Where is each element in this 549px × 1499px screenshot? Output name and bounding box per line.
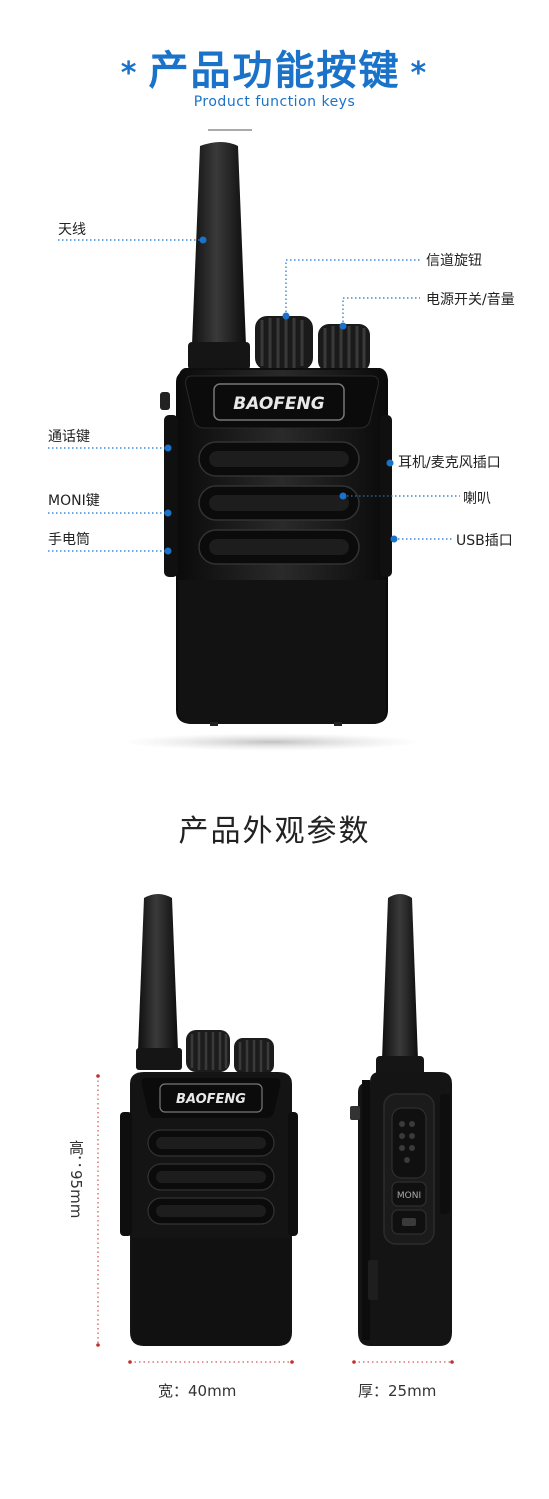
antenna-base xyxy=(188,342,250,370)
callout-moni-key: MONI键 xyxy=(48,493,100,509)
volume-knob-ridges xyxy=(323,326,366,370)
right-side-rail xyxy=(380,415,392,577)
left-side-rail xyxy=(164,415,178,577)
page-subtitle: Product function keys xyxy=(193,94,356,110)
section-title-dimensions: 产品外观参数 xyxy=(178,814,371,849)
page-title: *产品功能按键* xyxy=(0,38,549,96)
page-title-text: 产品功能按键 xyxy=(148,48,401,94)
callout-flashlight: 手电筒 xyxy=(48,532,90,548)
logo-frame xyxy=(213,383,345,421)
speaker-grille xyxy=(198,441,360,565)
radio-front-illustration: BAOFENG xyxy=(48,129,460,751)
thickness-label: 厚：25mm xyxy=(358,1382,437,1400)
callout-power-volume: 电源开关/音量 xyxy=(426,292,515,308)
side-clip xyxy=(350,1106,360,1120)
side-ptt-button xyxy=(391,1107,427,1179)
side-moni-button xyxy=(391,1181,427,1207)
star-right-icon: * xyxy=(410,55,429,91)
callout-earphone-port: 耳机/麦克风插口 xyxy=(398,455,501,471)
floor-shadow xyxy=(122,733,422,751)
channel-knob-ridges xyxy=(260,318,304,368)
callout-speaker: 喇叭 xyxy=(463,491,491,507)
callout-lines xyxy=(48,239,460,552)
width-label: 宽：40mm xyxy=(158,1382,237,1400)
logo-panel xyxy=(185,375,379,429)
radio-front-view: BAOFENG xyxy=(96,894,298,1364)
callout-ptt-key: 通话键 xyxy=(48,429,90,445)
battery-section xyxy=(178,580,386,724)
brand-logo: BAOFENG xyxy=(233,394,324,414)
lanyard-hook xyxy=(160,392,170,410)
brand-logo-front: BAOFENG xyxy=(176,1092,246,1107)
side-moni-label: MONI xyxy=(397,1191,421,1201)
callout-dots xyxy=(164,236,398,555)
star-left-icon: * xyxy=(120,55,139,91)
radio-side-view: MONI xyxy=(350,894,454,1364)
callout-channel-knob: 信道旋钮 xyxy=(426,253,482,269)
antenna-shape xyxy=(192,142,246,345)
callout-antenna: 天线 xyxy=(58,222,86,238)
height-label: 高：95mm xyxy=(67,1140,85,1219)
callout-usb-port: USB插口 xyxy=(456,533,513,549)
channel-knob-shape xyxy=(255,316,313,370)
